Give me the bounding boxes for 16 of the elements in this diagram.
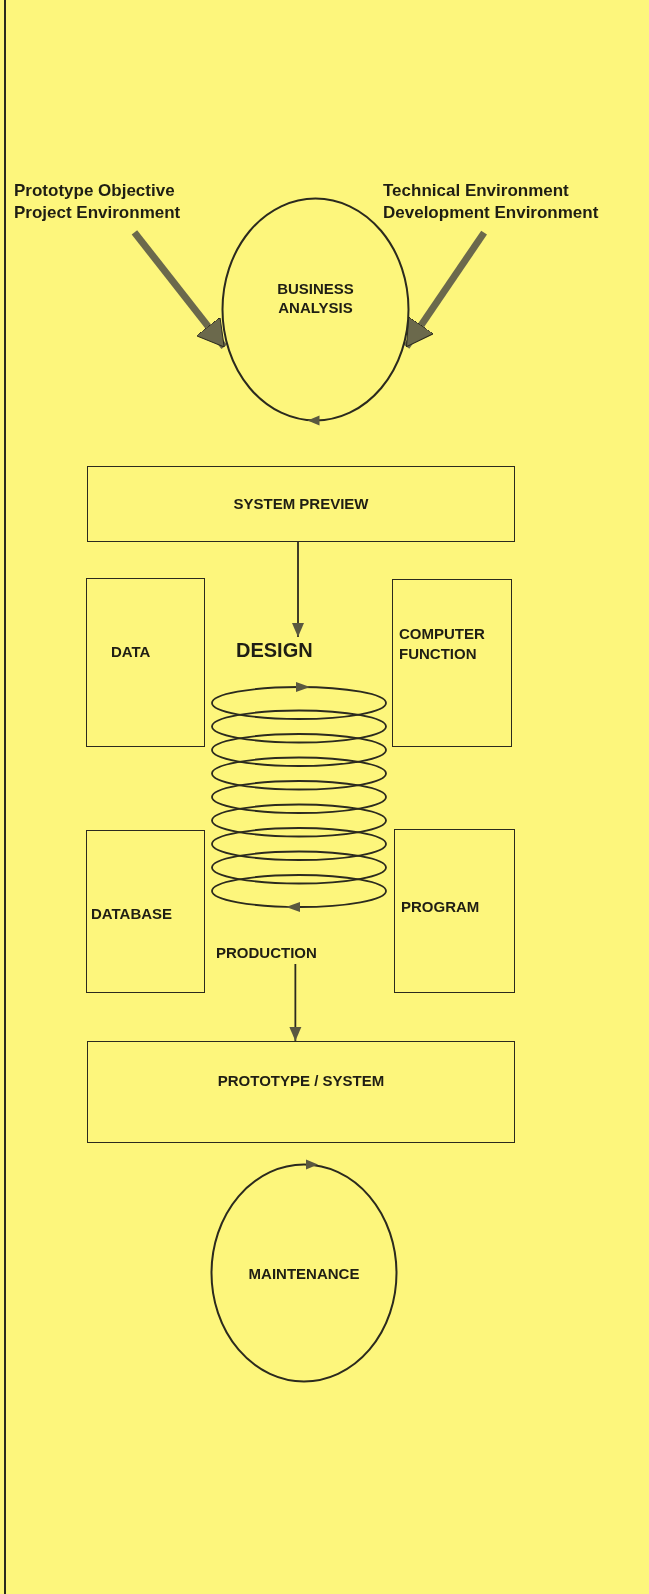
stage-label: DESIGN — [236, 637, 340, 663]
process-box: COMPUTER FUNCTION — [392, 579, 512, 747]
process-box: PROGRAM — [394, 829, 515, 993]
stage-label: PRODUCTION — [216, 942, 344, 964]
arrow — [403, 230, 487, 349]
arrow — [131, 230, 227, 350]
input-label: Prototype Objective — [14, 180, 175, 202]
process-box: PROTOTYPE / SYSTEM — [87, 1041, 515, 1143]
process-box: DATA — [86, 578, 205, 747]
arrow — [292, 541, 304, 638]
input-label: Technical Environment — [383, 180, 569, 202]
arrow — [289, 963, 302, 1042]
input-label: Development Environment — [383, 202, 599, 224]
process-box: DATABASE — [86, 830, 205, 993]
process-box: SYSTEM PREVIEW — [87, 466, 515, 542]
input-label: Project Environment — [14, 202, 181, 224]
